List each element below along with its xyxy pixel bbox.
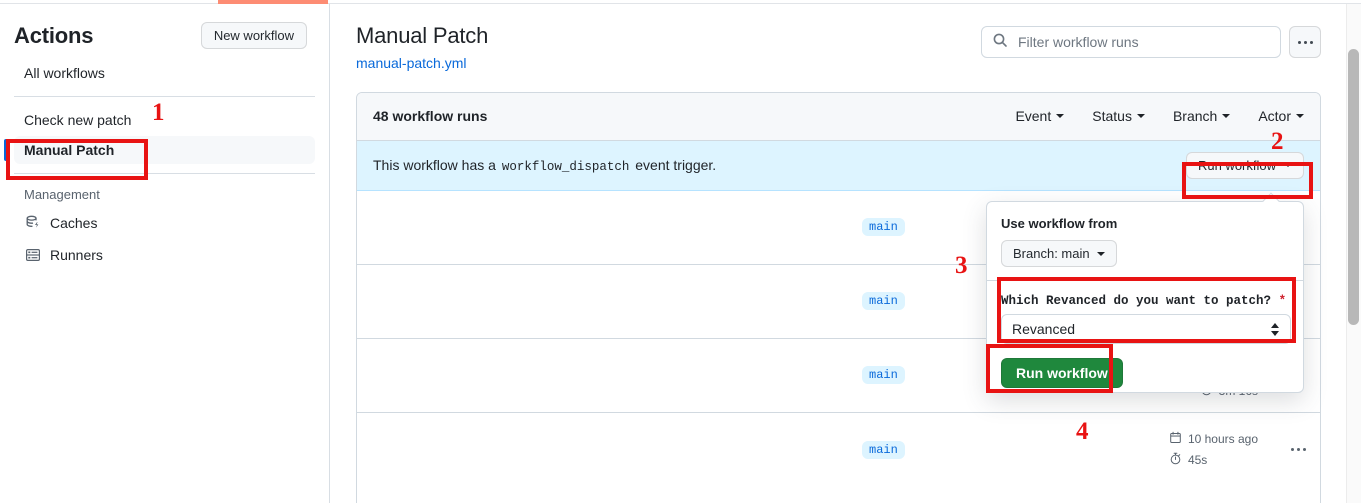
run-duration: 45s <box>1169 452 1207 468</box>
sidebar-workflow-list: All workflows <box>0 59 329 87</box>
row-kebab-button[interactable] <box>1291 448 1306 452</box>
filter-event[interactable]: Event <box>1015 108 1065 125</box>
input-field-label: Which Revanced do you want to patch? * <box>987 281 1303 314</box>
filter-branch[interactable]: Branch <box>1172 108 1231 125</box>
sidebar-item-manual-patch[interactable]: Manual Patch <box>4 136 315 164</box>
runs-filters: Event Status Branch Actor <box>1015 108 1304 124</box>
calendar-icon <box>1169 431 1182 447</box>
filter-actor[interactable]: Actor <box>1258 108 1304 124</box>
branch-badge[interactable]: main <box>862 218 905 237</box>
run-age-label: 10 hours ago <box>1187 432 1258 447</box>
filter-status[interactable]: Status <box>1092 108 1145 124</box>
run-workflow-submit-button[interactable]: Run workflow <box>1001 358 1123 388</box>
sidebar-divider-1 <box>14 96 315 97</box>
filter-workflow-runs-box[interactable] <box>981 26 1281 58</box>
header-kebab-button[interactable] <box>1289 26 1321 58</box>
chevron-down-icon <box>1056 114 1065 119</box>
revanced-select[interactable]: Revanced <box>1001 314 1291 344</box>
sidebar-item-runners-label: Runners <box>50 247 103 263</box>
header-actions <box>981 26 1321 58</box>
database-cache-icon <box>24 214 42 232</box>
sidebar-section-management: Management <box>24 187 100 202</box>
sidebar-management-list: Caches Runners <box>0 208 329 270</box>
workflow-heading-group: Manual Patch manual-patch.yml <box>356 22 488 71</box>
sidebar-item-caches-label: Caches <box>50 215 98 231</box>
sidebar-divider-2 <box>14 173 315 174</box>
page-scrollbar-thumb[interactable] <box>1348 49 1359 325</box>
run-meta: 10 hours ago 45s <box>1169 431 1258 468</box>
main-header: Manual Patch manual-patch.yml <box>331 4 1345 71</box>
table-row[interactable]: main 10 hours ago <box>357 413 1320 487</box>
branch-badge[interactable]: main <box>862 292 905 311</box>
filter-status-label: Status <box>1092 108 1132 125</box>
kebab-horizontal-icon <box>1297 40 1313 44</box>
filter-event-label: Event <box>1015 108 1052 125</box>
page-scrollbar-track[interactable] <box>1346 4 1361 503</box>
new-workflow-button[interactable]: New workflow <box>200 22 307 49</box>
table-row[interactable]: main <box>357 191 1320 265</box>
use-workflow-from-label: Use workflow from <box>1001 216 1118 231</box>
sidebar-item-caches[interactable]: Caches <box>14 208 315 238</box>
sidebar-header: Actions New workflow <box>0 4 329 59</box>
sidebar: Actions New workflow All workflows Check… <box>0 4 330 503</box>
revanced-select-value: Revanced <box>1012 321 1076 337</box>
chevron-down-icon <box>1296 114 1304 119</box>
run-age: 10 hours ago <box>1169 431 1258 447</box>
chevron-down-icon <box>1136 114 1145 119</box>
input-field-label-text: Which Revanced do you want to patch? <box>1001 294 1272 308</box>
dispatch-text-before: This workflow has a <box>373 156 496 173</box>
chevron-down-icon <box>1096 251 1105 256</box>
workflow-title: Manual Patch <box>356 23 489 48</box>
server-rack-icon <box>24 246 42 264</box>
filter-actor-label: Actor <box>1258 108 1291 125</box>
top-progress-bar <box>218 0 328 4</box>
top-hairline <box>0 3 1361 4</box>
branch-select-button[interactable]: Branch: main <box>1001 240 1117 267</box>
dispatch-text-after: event trigger. <box>635 156 717 173</box>
branch-select-label: Branch: main <box>1013 246 1090 261</box>
use-workflow-from-section: Use workflow from Branch: main <box>987 202 1303 267</box>
sidebar-item-check-new-patch[interactable]: Check new patch <box>24 112 132 128</box>
sidebar-workflow-list-2: Check new patch Manual Patch <box>0 106 329 164</box>
chevron-down-icon <box>1284 163 1292 168</box>
search-input[interactable] <box>1016 33 1270 51</box>
run-workflow-dropdown-label: Run workflow <box>1197 157 1276 173</box>
sidebar-item-all-workflows[interactable]: All workflows <box>24 65 105 81</box>
chevron-down-icon <box>1222 114 1231 119</box>
branch-badge[interactable]: main <box>862 440 905 459</box>
revanced-select-wrap: Revanced <box>1001 314 1291 344</box>
search-icon <box>992 32 1008 53</box>
filter-branch-label: Branch <box>1172 108 1218 125</box>
workflow-dispatch-banner: This workflow has a workflow_dispatch ev… <box>357 140 1320 191</box>
run-workflow-popover: Use workflow from Branch: main Which Rev… <box>986 192 1304 393</box>
sidebar-item-runners[interactable]: Runners <box>14 240 315 270</box>
stopwatch-icon <box>1169 452 1182 468</box>
workflow-file-link[interactable]: manual-patch.yml <box>356 54 467 71</box>
run-duration-label: 45s <box>1187 453 1208 468</box>
select-stepper-icon <box>1270 321 1280 337</box>
dispatch-event-code: workflow_dispatch <box>501 159 630 174</box>
table-row[interactable]: main <box>357 265 1320 339</box>
runs-count-label: 48 workflow runs <box>373 108 488 125</box>
required-marker: * <box>1278 294 1287 308</box>
run-workflow-dropdown-button[interactable]: Run workflow <box>1185 151 1304 179</box>
page-title: Actions <box>14 22 94 48</box>
branch-badge[interactable]: main <box>862 366 905 385</box>
runs-toolbar: 48 workflow runs Event Status Branch <box>357 92 1320 141</box>
dispatch-banner-text: This workflow has a workflow_dispatch ev… <box>373 157 716 174</box>
